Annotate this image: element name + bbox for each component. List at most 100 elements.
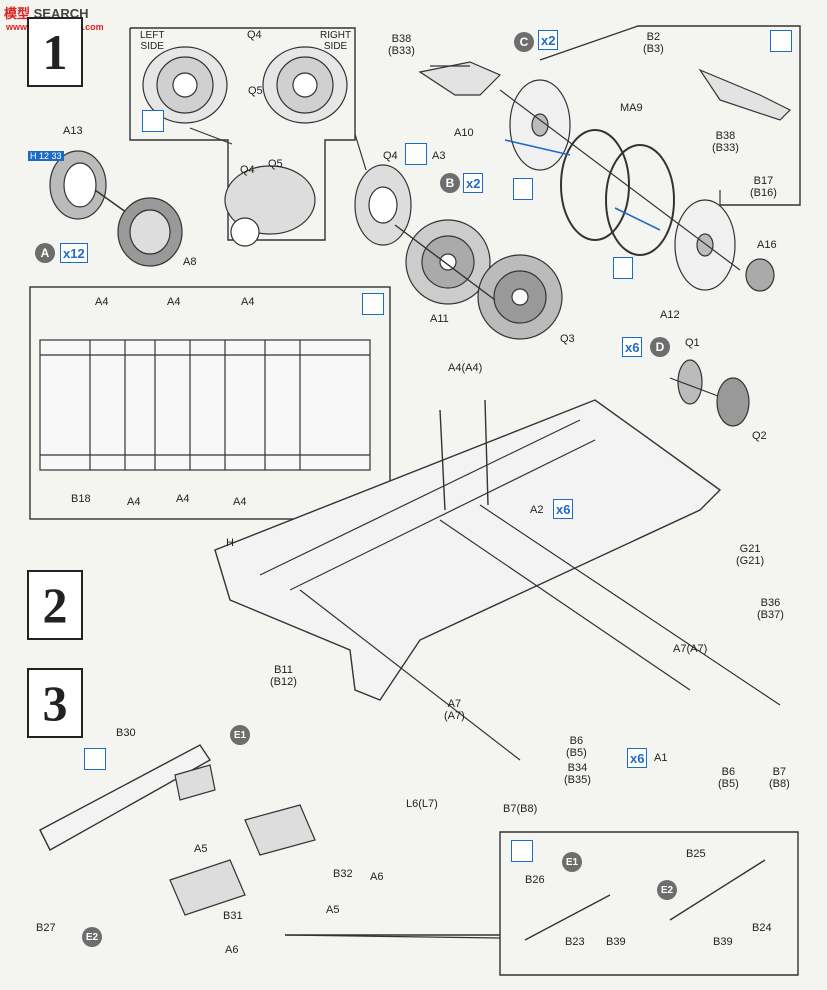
part-ref-badge: H 12 33 — [28, 151, 64, 161]
label-b32: B32 — [333, 868, 353, 880]
label-b17: B17 (B16) — [750, 175, 777, 199]
idler-wheel-a10 — [509, 79, 571, 171]
label-a4-3: A4 — [241, 296, 255, 308]
subassembly-c-multiplier: x2 — [538, 30, 559, 50]
subassembly-b-badge: B — [440, 173, 460, 193]
exhaust-b32 — [244, 804, 316, 856]
sprocket-a11 — [405, 219, 491, 305]
label-b6-right: B6 (B5) — [718, 766, 739, 790]
bracket-e1 — [174, 764, 216, 801]
no-glue-drop-icon — [513, 178, 533, 200]
label-a7a7-right: A7(A7) — [673, 643, 708, 655]
label-a8: A8 — [183, 256, 197, 268]
paint-icon — [84, 748, 106, 770]
subassembly-c-badge: C — [514, 32, 534, 52]
subassembly-e2-badge: E2 — [82, 927, 102, 947]
label-a6-1: A6 — [370, 871, 384, 883]
label-b39-left: B39 — [606, 936, 626, 948]
label-b23: B23 — [565, 936, 585, 948]
label-b18: B18 — [71, 493, 91, 505]
subassembly-d-multiplier: x6 — [622, 337, 643, 357]
label-a2: A2 — [530, 504, 544, 516]
wheel-q2 — [716, 377, 750, 427]
wheel-a13 — [49, 150, 107, 220]
label-q5-mid: Q5 — [268, 158, 283, 170]
step-number-3: 3 — [27, 668, 83, 738]
step-number-2: 2 — [27, 570, 83, 640]
subassembly-a-badge: A — [35, 243, 55, 263]
label-g21: G21 (G21) — [736, 543, 765, 567]
rear-hull-plate — [39, 744, 212, 851]
detail-e1-badge: E1 — [562, 852, 582, 872]
hull-underside-frame — [29, 286, 391, 520]
wheel-a8 — [117, 197, 183, 267]
hull-lower — [214, 399, 722, 701]
sprocket-q3 — [477, 254, 563, 340]
label-b30: B30 — [116, 727, 136, 739]
label-q1: Q1 — [685, 337, 700, 349]
label-b2: B2 (B3) — [643, 31, 664, 55]
detail-e2-badge: E2 — [657, 880, 677, 900]
label-a11: A11 — [430, 313, 449, 325]
label-b25: B25 — [686, 848, 706, 860]
label-b31: B31 — [223, 910, 243, 922]
glue-icon — [362, 293, 384, 315]
right-side-label: RIGHT SIDE — [320, 30, 352, 52]
label-b7-mid: B7(B8) — [503, 803, 538, 815]
hull-underside — [39, 339, 371, 471]
label-l6: L6(L7) — [406, 798, 438, 810]
glue-icon — [511, 840, 533, 862]
label-a4-5: A4 — [176, 493, 190, 505]
label-a16: A16 — [757, 239, 777, 251]
label-h: H — [226, 537, 234, 549]
label-a4-1: A4 — [95, 296, 109, 308]
hub-right-view — [262, 46, 348, 124]
subassembly-e1-badge: E1 — [230, 725, 250, 745]
label-a5-1: A5 — [194, 843, 208, 855]
label-a13: A13 — [63, 125, 83, 137]
label-b7-right: B7 (B8) — [769, 766, 790, 790]
subassembly-b-multiplier: x2 — [463, 173, 484, 193]
arm-right-detail — [698, 68, 792, 121]
idler-wheel-a12 — [674, 199, 736, 291]
label-a7a7-left: A7 (A7) — [444, 698, 465, 722]
wheel-q1 — [677, 359, 703, 405]
label-a3: A3 — [432, 150, 446, 162]
hub-left-view — [142, 46, 228, 124]
label-a4-6: A4 — [233, 496, 247, 508]
label-a5-2: A5 — [326, 904, 340, 916]
label-a6-2: A6 — [225, 944, 239, 956]
label-a4-2: A4 — [167, 296, 181, 308]
label-q2: Q2 — [752, 430, 767, 442]
label-a4a4: A4(A4) — [448, 362, 483, 374]
label-a10: A10 — [454, 127, 474, 139]
a2-multiplier: x6 — [553, 499, 574, 519]
label-b24: B24 — [752, 922, 772, 934]
label-q4-a3: Q4 — [383, 150, 398, 162]
no-glue-drop-icon — [613, 257, 633, 279]
left-side-label: LEFT SIDE — [140, 30, 165, 52]
glue-icon — [142, 110, 164, 132]
detail-frame-top — [129, 27, 356, 241]
exhaust-b31 — [169, 859, 246, 916]
detail-frame-right — [539, 25, 801, 206]
label-q5-top: Q5 — [248, 85, 263, 97]
subassembly-a-multiplier: x12 — [60, 243, 88, 263]
label-b26: B26 — [525, 874, 545, 886]
rubber-tyres-ma9 — [560, 129, 675, 256]
label-a4-4: A4 — [127, 496, 141, 508]
hub-closeup — [224, 165, 316, 247]
label-b6-mid: B6 (B5) — [566, 735, 587, 759]
step-number-1: 1 — [27, 17, 83, 87]
label-b39-right: B39 — [713, 936, 733, 948]
label-b36: B36 (B37) — [757, 597, 784, 621]
label-a12: A12 — [660, 309, 680, 321]
idler-arm — [418, 61, 502, 96]
label-b34: B34 (B35) — [564, 762, 591, 786]
subassembly-d-badge: D — [650, 337, 670, 357]
a1-multiplier: x6 — [627, 748, 648, 768]
label-q4-mid: Q4 — [240, 164, 255, 176]
label-b11: B11 (B12) — [270, 664, 297, 688]
